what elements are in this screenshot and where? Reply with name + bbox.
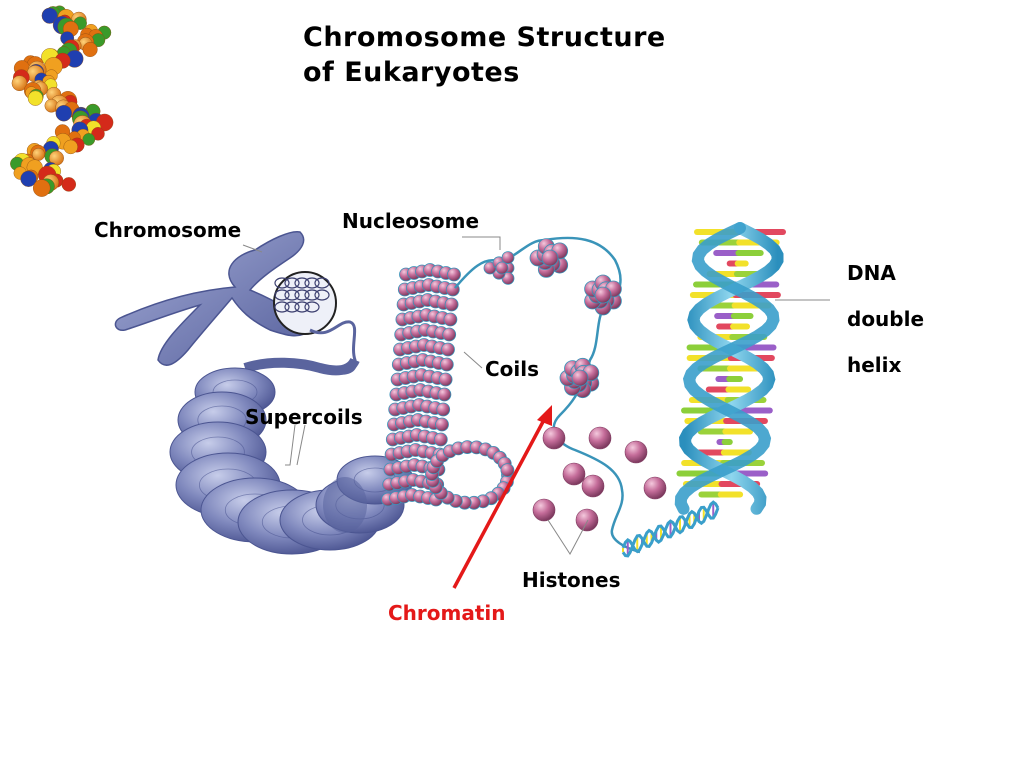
chromosome-leader-line: [242, 244, 263, 253]
dna-molecule-icon: [10, 5, 114, 197]
nucleosome-label: Nucleosome: [342, 209, 480, 233]
page-title: Chromosome Structure of Eukaryotes: [303, 20, 666, 90]
coils-label: Coils: [485, 357, 540, 381]
histone-beads: [532, 426, 667, 532]
dna-double-helix-label: DNA double helix: [847, 250, 924, 388]
supercoils-leader-line: [285, 424, 296, 466]
dna-label-line-1: DNA: [847, 261, 896, 285]
chromatin-arrow: [452, 405, 552, 589]
dna-double-helix: [621, 222, 786, 558]
coil-structure: [381, 263, 515, 510]
chromosome-shape: [114, 231, 311, 366]
chromatin-label: Chromatin: [388, 601, 506, 625]
dna-label-line-3: helix: [847, 353, 902, 377]
leader-lines: [242, 236, 830, 555]
chromosome-label: Chromosome: [94, 218, 242, 242]
histones-label: Histones: [522, 568, 621, 592]
nucleosome-strand: [454, 236, 641, 554]
histones-leader-line: [547, 519, 589, 555]
dna-label-line-2: double: [847, 307, 925, 331]
nucleosome-leader-line: [462, 236, 501, 250]
nucleosome-clusters: [483, 238, 622, 399]
coils-leader-line: [463, 351, 483, 369]
title-line-2: of Eukaryotes: [303, 57, 520, 88]
supercoils-leader-line-2: [296, 424, 306, 466]
title-line-1: Chromosome Structure: [303, 22, 666, 53]
magnifier-circle: [273, 271, 357, 375]
supercoils-label: Supercoils: [245, 405, 363, 429]
